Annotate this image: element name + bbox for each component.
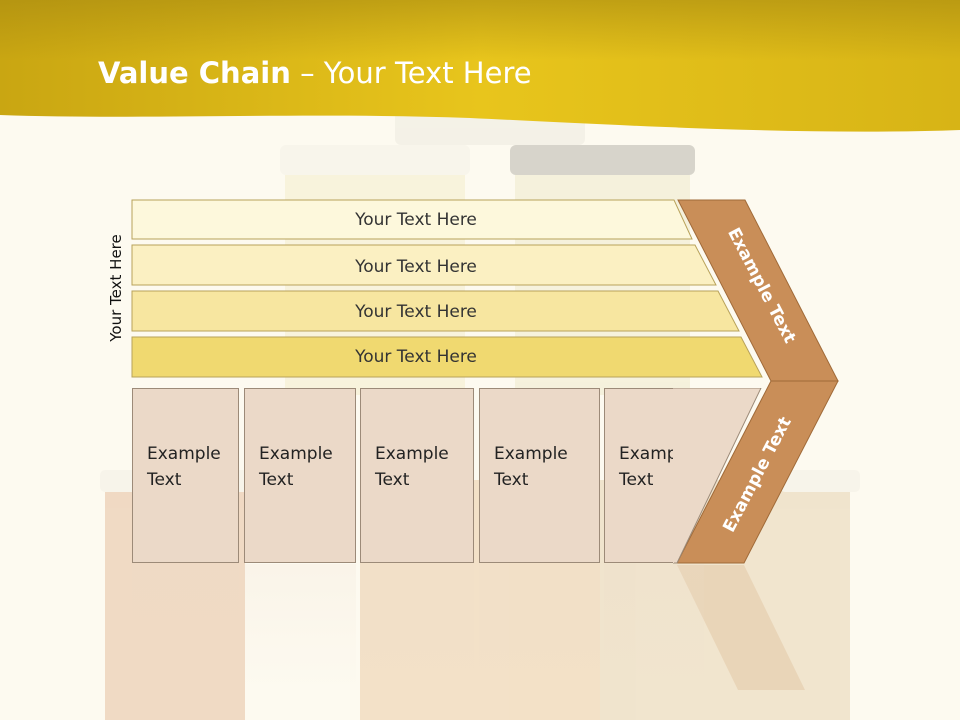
- activity-box-2-line2: Text: [259, 470, 294, 490]
- title-bold: Value Chain: [98, 56, 291, 90]
- support-bar-2: Your Text Here: [131, 244, 717, 286]
- page-title: Value Chain – Your Text Here: [98, 56, 532, 90]
- activity-box-2-line1: Example: [259, 444, 333, 464]
- activity-box-3-line1: Example: [375, 444, 449, 464]
- activity-box-5-line1: Example: [619, 444, 693, 464]
- support-bar-2-label: Your Text Here: [354, 257, 477, 277]
- activity-box-3-line2: Text: [375, 470, 410, 490]
- title-rest: – Your Text Here: [290, 56, 532, 90]
- support-bar-1-label: Your Text Here: [354, 210, 477, 230]
- chevron-reflection: [677, 565, 805, 690]
- support-bar-1: Your Text Here: [131, 199, 693, 240]
- chevron-lower-arm: [676, 380, 839, 564]
- activity-box-5-tail: [673, 388, 762, 564]
- support-bar-4: Your Text Here: [131, 336, 763, 378]
- activity-box-4-line2: Text: [494, 470, 529, 490]
- activity-box-1-line1: Example: [147, 444, 221, 464]
- support-bar-4-label: Your Text Here: [354, 347, 477, 367]
- activity-box-4-line1: Example: [494, 444, 568, 464]
- activity-box-1-line2: Text: [147, 470, 182, 490]
- support-bar-3: Your Text Here: [131, 290, 740, 332]
- support-bar-3-label: Your Text Here: [354, 302, 477, 322]
- activity-box-5-line2: Text: [619, 470, 654, 490]
